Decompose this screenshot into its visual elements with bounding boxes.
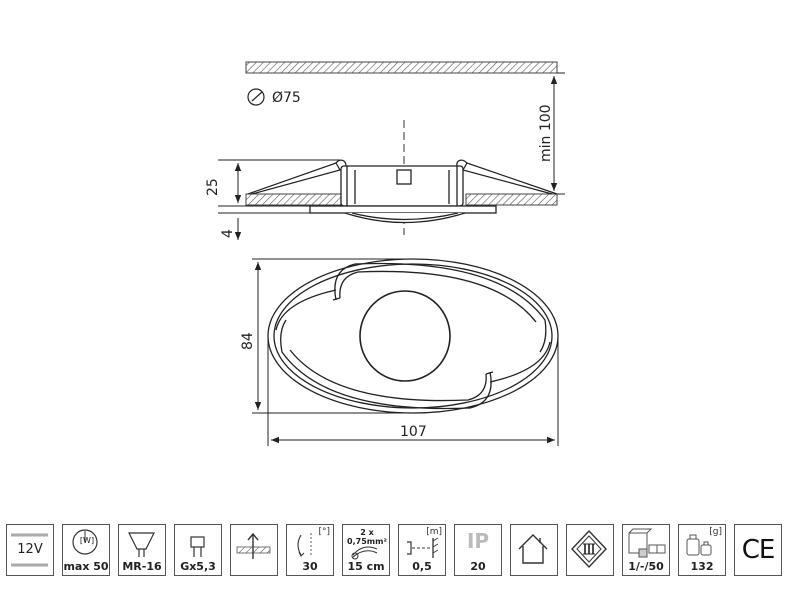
indoor-house-icon — [518, 534, 548, 564]
weight-icon — [686, 534, 712, 556]
cable-icon — [351, 546, 378, 560]
spec-distance: [m] 0,5 — [398, 524, 446, 576]
packaging-icon — [628, 528, 666, 558]
ip-rating-icon: IP — [466, 529, 490, 553]
spec-cable: 2 x 0,75mm² 15 cm — [342, 524, 390, 576]
weight-unit: [g] — [709, 527, 722, 537]
rim-height-dimension: 4 — [218, 212, 310, 240]
wattage-label: max 50 — [63, 560, 109, 573]
distance-label: 0,5 — [412, 560, 432, 573]
diameter-value: Ø75 — [272, 90, 301, 106]
cable-spec: 2 x 0,75mm² — [347, 528, 387, 546]
packaging-label: 1/-/50 — [628, 560, 664, 573]
clearance-value: min 100 — [538, 104, 554, 162]
cable-label: 15 cm — [347, 560, 385, 573]
technical-drawing: Ø75 min 100 25 4 — [205, 61, 565, 446]
spec-ip-rating: IP 20 — [454, 524, 502, 576]
spec-tilt: [°] 30 — [286, 524, 334, 576]
gx53-socket-icon — [190, 536, 205, 557]
spec-indoor — [510, 524, 558, 576]
spec-icons-row: 12V [W] max 50 MR-16 Gx5,3 — [6, 524, 796, 580]
body-height-value: 25 — [205, 178, 221, 196]
trim-ring-side — [309, 205, 497, 224]
spec-socket: Gx5,3 — [174, 524, 222, 576]
tilt-label: 30 — [302, 560, 318, 573]
tilt-unit: [°] — [318, 527, 330, 537]
spring-clips — [247, 159, 558, 195]
distance-unit: [m] — [426, 527, 442, 537]
lamp-type-label: MR-16 — [122, 560, 162, 573]
spec-voltage: 12V — [6, 524, 54, 576]
front-width-dimension: 107 — [267, 336, 559, 446]
body-height-dimension: 25 — [205, 159, 340, 207]
ceiling-slab-top — [245, 61, 558, 74]
clearance-dimension: min 100 — [538, 72, 565, 195]
spec-wattage: [W] max 50 — [62, 524, 110, 576]
spec-protection-class — [566, 524, 614, 576]
fixture-front-view — [267, 258, 559, 414]
front-height-value: 84 — [240, 332, 256, 350]
mr16-lamp-icon — [128, 532, 155, 557]
ceiling-mount-icon — [236, 532, 271, 559]
distance-icon — [407, 537, 439, 558]
spec-lamp-type: MR-16 — [118, 524, 166, 576]
ce-mark-icon: CE — [741, 535, 776, 565]
rim-height-value: 4 — [220, 229, 236, 238]
watt-meter-icon — [72, 529, 98, 555]
voltage-icon — [11, 533, 48, 567]
spec-ce: CE — [734, 524, 782, 576]
class-iii-icon — [571, 529, 607, 569]
tilt-angle-icon — [297, 533, 312, 557]
spec-weight: [g] 132 — [678, 524, 726, 576]
spec-mounting — [230, 524, 278, 576]
fixture-body-side — [340, 165, 464, 207]
weight-label: 132 — [690, 560, 714, 573]
diameter-label: Ø75 — [247, 88, 301, 106]
front-width-value: 107 — [400, 424, 427, 440]
socket-label: Gx5,3 — [180, 560, 216, 573]
front-height-dimension: 84 — [240, 258, 413, 414]
spec-packaging: 1/-/50 — [622, 524, 670, 576]
ip-rating-label: 20 — [470, 560, 486, 573]
drill-hole-icon — [247, 88, 265, 106]
wattage-unit: [W] — [79, 536, 95, 545]
voltage-label: 12V — [17, 542, 43, 557]
